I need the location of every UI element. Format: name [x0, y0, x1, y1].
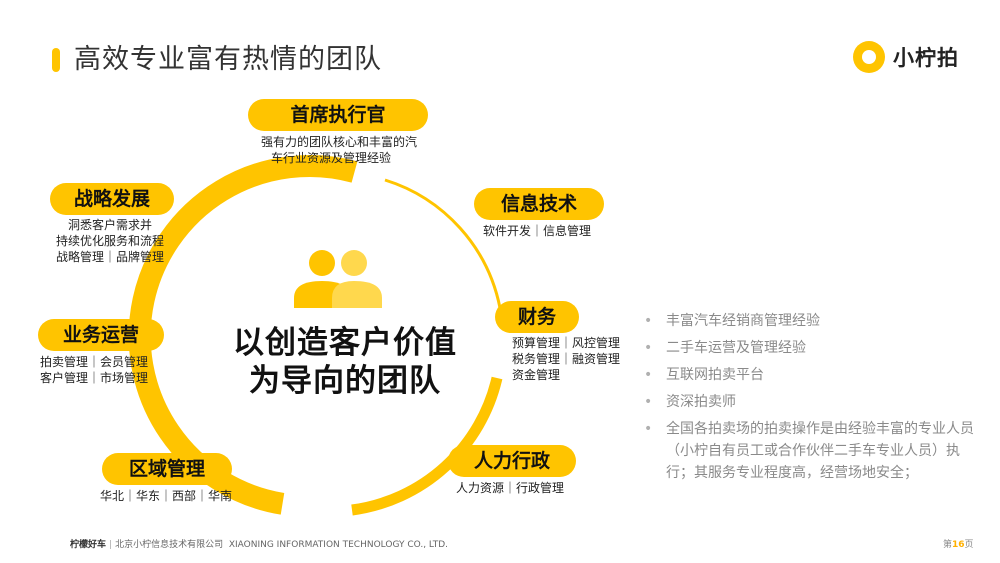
- role-desc-finance: 预算管理｜风控管理 税务管理｜融资管理 资金管理: [512, 335, 620, 383]
- role-pill-ops: 业务运营: [38, 319, 164, 351]
- role-pill-it: 信息技术: [474, 188, 604, 220]
- role-desc-line: 预算管理｜风控管理: [512, 336, 621, 350]
- footer-separator: |: [109, 540, 113, 550]
- page-number: 第16页: [943, 537, 974, 550]
- bullet-item: 全国各拍卖场的拍卖操作是由经验丰富的专业人员（小柠自有员工或合作伙伴二手车专业人…: [640, 418, 980, 484]
- ring-arc-medium: [351, 376, 503, 516]
- footer: 柠檬好车|北京小柠信息技术有限公司 XIAONING INFORMATION T…: [70, 537, 448, 550]
- role-pill-strategy: 战略发展: [50, 183, 174, 215]
- team-people-icon: [294, 250, 382, 308]
- lemon-logo-icon: [853, 41, 885, 73]
- role-desc-region: 华北｜华东｜西部｜华南: [100, 488, 232, 504]
- role-desc-strategy: 洞悉客户需求并 持续优化服务和流程 战略管理｜品牌管理: [56, 217, 164, 265]
- role-desc-line: 软件开发｜信息管理: [483, 224, 592, 238]
- role-desc-ops: 拍卖管理｜会员管理 客户管理｜市场管理: [40, 354, 148, 386]
- role-desc-line: 客户管理｜市场管理: [40, 371, 149, 385]
- role-desc-line: 洞悉客户需求并: [68, 218, 153, 232]
- title-accent-bar: [52, 48, 60, 72]
- role-desc-line: 车行业资源及管理经验: [271, 151, 392, 165]
- bullet-item: 二手车运营及管理经验: [640, 337, 980, 359]
- role-pill-region: 区域管理: [102, 453, 232, 485]
- bullet-item: 资深拍卖师: [640, 391, 980, 413]
- role-desc-line: 持续优化服务和流程: [56, 234, 165, 248]
- brand-logo: 小柠拍: [851, 37, 971, 77]
- footer-company-en: XIAONING INFORMATION TECHNOLOGY CO., LTD…: [228, 540, 448, 550]
- role-desc-line: 资金管理: [512, 368, 561, 382]
- footer-company: 北京小柠信息技术有限公司: [115, 540, 224, 550]
- role-desc-line: 战略管理｜品牌管理: [56, 250, 165, 264]
- role-desc-it: 软件开发｜信息管理: [483, 223, 591, 239]
- strength-bullet-list: 丰富汽车经销商管理经验 二手车运营及管理经验 互联网拍卖平台 资深拍卖师 全国各…: [640, 310, 980, 489]
- role-desc-line: 华北｜华东｜西部｜华南: [100, 489, 233, 503]
- bullet-item: 互联网拍卖平台: [640, 364, 980, 386]
- role-pill-ceo: 首席执行官: [248, 99, 428, 131]
- center-line-2: 为导向的团队: [249, 363, 441, 399]
- logo-text: 小柠拍: [893, 46, 959, 70]
- slide-title: 高效专业富有热情的团队: [74, 44, 382, 75]
- role-pill-finance: 财务: [495, 301, 579, 333]
- page-suffix: 页: [964, 540, 974, 550]
- page-prefix: 第: [943, 540, 953, 550]
- page-number-value: 16: [952, 540, 965, 550]
- role-desc-ceo: 强有力的团队核心和丰富的汽 车行业资源及管理经验: [261, 134, 417, 166]
- center-mission-text: 以创造客户价值 为导向的团队: [200, 324, 490, 400]
- bullet-item: 丰富汽车经销商管理经验: [640, 310, 980, 332]
- ring-arc-thin: [384, 178, 502, 309]
- center-line-1: 以创造客户价值: [233, 325, 457, 361]
- role-desc-line: 人力资源｜行政管理: [456, 481, 565, 495]
- role-desc-hr: 人力资源｜行政管理: [456, 480, 564, 496]
- role-pill-hr: 人力行政: [448, 445, 576, 477]
- footer-brand: 柠檬好车: [70, 540, 107, 550]
- role-desc-line: 税务管理｜融资管理: [512, 352, 621, 366]
- role-desc-line: 强有力的团队核心和丰富的汽: [261, 135, 418, 149]
- role-desc-line: 拍卖管理｜会员管理: [40, 355, 149, 369]
